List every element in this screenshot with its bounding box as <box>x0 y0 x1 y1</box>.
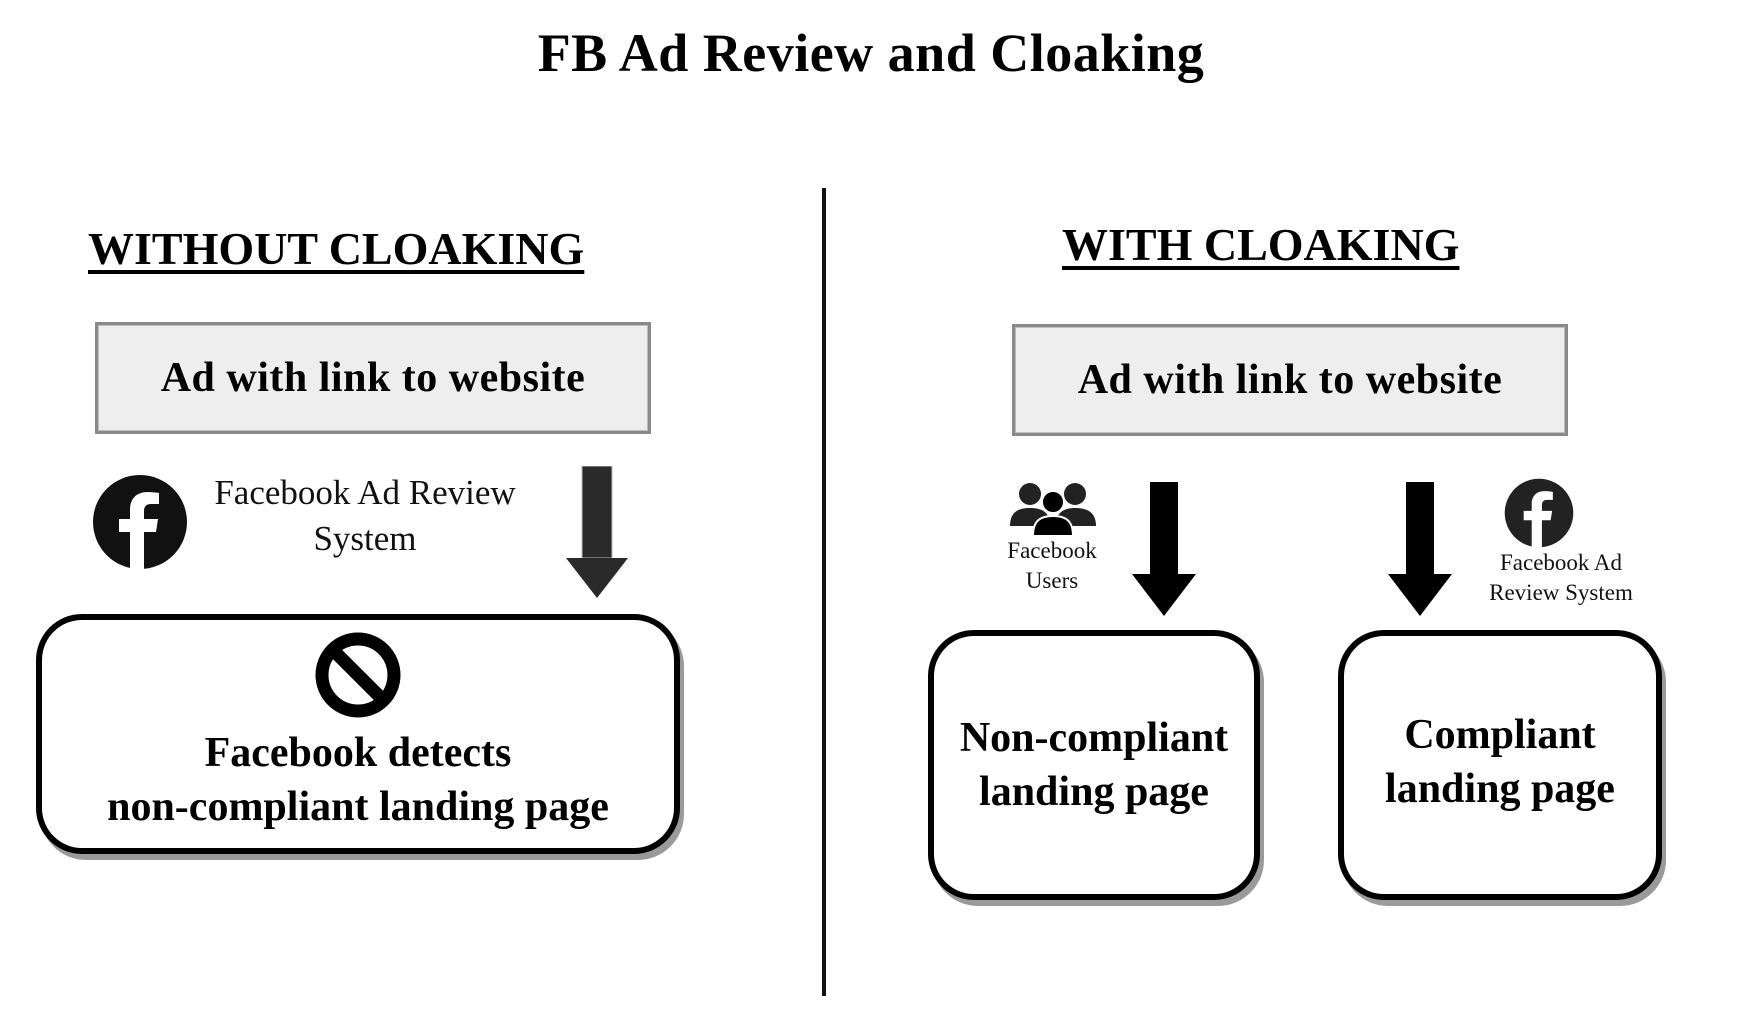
fb-ad-review-label-line1: Facebook Ad Review <box>214 473 516 512</box>
facebook-users-label-line1: Facebook <box>1007 538 1097 563</box>
compliant-line2: landing page <box>1385 766 1615 812</box>
non-compliant-line2: landing page <box>979 769 1209 815</box>
arrow-down-icon <box>566 466 628 598</box>
ad-box-label: Ad with link to website <box>1077 357 1503 403</box>
facebook-logo-icon <box>1504 478 1574 548</box>
non-compliant-page-box: Non-compliant landing page <box>928 630 1260 900</box>
arrow-down-icon <box>1132 482 1196 616</box>
ad-box-with-cloaking: Ad with link to website <box>1012 324 1568 436</box>
with-cloaking-heading: WITH CLOAKING <box>1062 219 1460 270</box>
section-divider <box>822 188 826 996</box>
diagram-title: FB Ad Review and Cloaking <box>537 23 1205 83</box>
fb-ad-review-label-small: Facebook Ad Review System <box>1466 548 1656 608</box>
detected-result-box: Facebook detects non-compliant landing p… <box>36 614 680 854</box>
fb-ad-review-label-line2: System <box>313 519 417 558</box>
fb-ad-review-label-small-line1: Facebook Ad <box>1499 550 1622 575</box>
prohibited-icon <box>313 630 403 720</box>
arrow-down-icon <box>1388 482 1452 616</box>
non-compliant-line1: Non-compliant <box>959 715 1229 761</box>
without-cloaking-heading: WITHOUT CLOAKING <box>88 223 585 274</box>
facebook-users-label-line2: Users <box>1025 568 1079 593</box>
facebook-logo-icon <box>92 474 188 570</box>
fb-ad-review-label-small-line2: Review System <box>1489 580 1633 605</box>
users-group-icon <box>1008 480 1098 536</box>
detected-result-line1: Facebook detects <box>204 730 512 776</box>
facebook-users-label: Facebook Users <box>982 536 1122 596</box>
compliant-page-box: Compliant landing page <box>1338 630 1662 900</box>
compliant-line1: Compliant <box>1404 712 1596 758</box>
ad-box-without-cloaking: Ad with link to website <box>95 322 651 434</box>
detected-result-line2: non-compliant landing page <box>107 784 609 830</box>
ad-box-label: Ad with link to website <box>160 355 586 401</box>
fb-ad-review-label: Facebook Ad Review System <box>195 470 535 562</box>
